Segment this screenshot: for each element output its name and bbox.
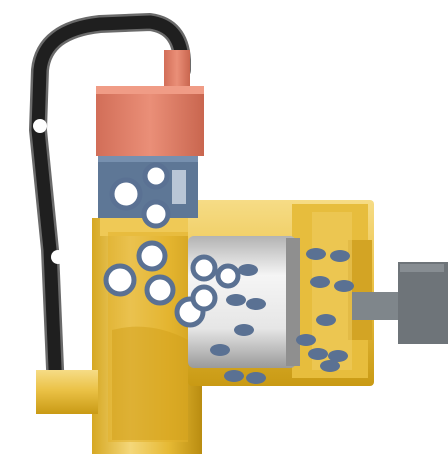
- fluid-dot: [334, 280, 354, 292]
- fluid-dot: [224, 370, 244, 382]
- bubble: [144, 202, 168, 226]
- bubble: [193, 287, 215, 309]
- fluid-dot: [308, 348, 328, 360]
- fluid-dot: [246, 372, 266, 384]
- fluid-dot: [238, 264, 258, 276]
- bubble: [112, 180, 140, 208]
- bubble: [145, 165, 167, 187]
- fluid-dot: [226, 294, 246, 306]
- fluid-dot: [316, 314, 336, 326]
- tube-bubble: [33, 119, 47, 133]
- fluid-dot: [310, 276, 330, 288]
- fluid-dot: [210, 344, 230, 356]
- tube-bubble: [51, 250, 65, 264]
- stem: [352, 292, 404, 320]
- bubble: [106, 266, 134, 294]
- fluid-dot: [306, 248, 326, 260]
- fluid-dot: [234, 324, 254, 336]
- knob: [398, 262, 448, 344]
- fluid-dot: [296, 334, 316, 346]
- bubble: [218, 266, 238, 286]
- copper-cap: [96, 50, 204, 156]
- bubble: [139, 243, 165, 269]
- fluid-dot: [320, 360, 340, 372]
- fluid-dot: [330, 250, 350, 262]
- bubble: [193, 257, 215, 279]
- bubble: [147, 277, 173, 303]
- fluid-dot: [246, 298, 266, 310]
